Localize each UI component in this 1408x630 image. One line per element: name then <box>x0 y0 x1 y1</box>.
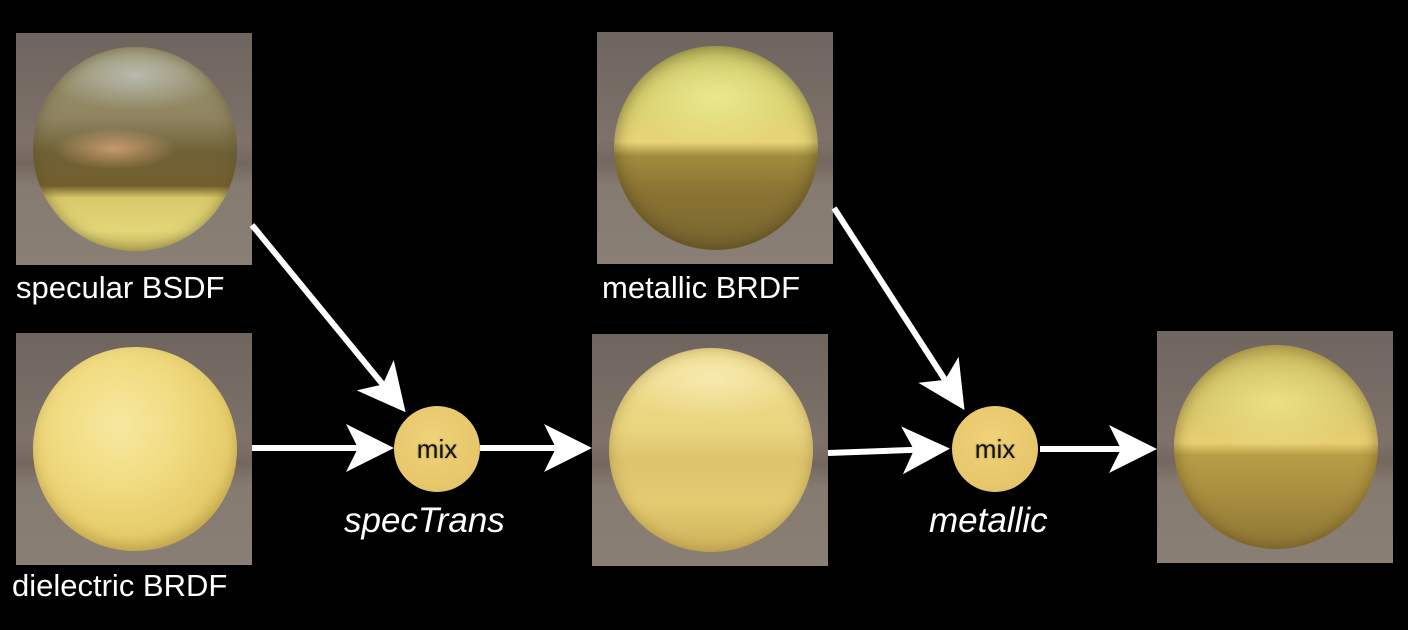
mix-node-metallic: mix <box>952 406 1038 492</box>
spectrans-parameter-label: specTrans <box>344 501 505 540</box>
arrow-specular-to-mix1 <box>249 223 406 413</box>
mix-label: mix <box>416 433 458 464</box>
metallic-sphere <box>614 46 818 250</box>
dielectric-brdf-render <box>16 333 252 565</box>
metallic-brdf-label: metallic BRDF <box>602 270 801 305</box>
metallic-parameter-label: metallic <box>929 501 1048 540</box>
dielectric-sphere <box>33 347 237 551</box>
intermediate-sphere <box>609 348 813 552</box>
specular-sphere <box>33 47 237 251</box>
intermediate-render <box>592 334 828 566</box>
mix-label: mix <box>974 433 1016 464</box>
specular-bsdf-render <box>16 33 252 265</box>
result-sphere <box>1174 345 1378 549</box>
dielectric-brdf-label: dielectric BRDF <box>12 568 228 603</box>
result-render <box>1157 331 1393 563</box>
arrow-metallic-to-mix2 <box>831 206 965 411</box>
arrow-intermediate-to-mix2 <box>827 426 950 475</box>
metallic-brdf-render <box>597 32 833 264</box>
specular-bsdf-label: specular BSDF <box>16 270 225 305</box>
mix-node-spectrans: mix <box>394 406 480 492</box>
